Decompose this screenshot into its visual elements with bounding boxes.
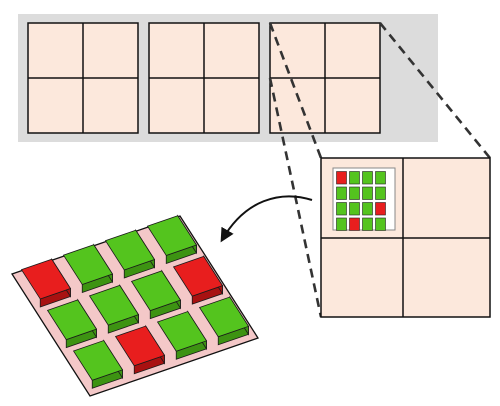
strip-panel-1 — [27, 22, 139, 134]
mini-cell-red — [336, 171, 347, 185]
mini-cell-green — [362, 202, 373, 216]
mini-cell-green — [375, 217, 386, 231]
mini-cell-green — [375, 186, 386, 200]
mini-cell-red — [375, 202, 386, 216]
panel-strip — [18, 14, 438, 142]
pad-block-green — [104, 228, 156, 279]
block-top-face — [88, 284, 140, 326]
arrow-path — [220, 195, 313, 243]
block-top-face — [20, 258, 72, 300]
pad-block-red — [20, 257, 72, 308]
block-top-face — [130, 270, 182, 312]
pad-block-green — [146, 214, 198, 265]
block-top-face — [72, 340, 124, 381]
block-top-face — [198, 296, 250, 338]
mini-cell-red — [349, 217, 360, 231]
mini-cell-green — [362, 186, 373, 200]
strip-panel-3 — [269, 22, 381, 134]
mini-cell-green — [336, 202, 347, 216]
block-top-face — [156, 311, 208, 352]
pad-block-green — [62, 243, 114, 294]
block-top-face — [104, 229, 156, 271]
block-top-face — [46, 299, 98, 341]
mini-cell-green — [336, 186, 347, 200]
strip-panel-2 — [148, 22, 260, 134]
mini-cell-green — [362, 171, 373, 185]
pad-block-green — [72, 339, 124, 389]
mini-cell-green — [336, 217, 347, 231]
pad-block-green — [88, 284, 140, 334]
mini-cell-green — [349, 202, 360, 216]
block-top-face — [146, 215, 198, 256]
zoom-line-top-left — [268, 22, 323, 159]
pad-block-green — [130, 269, 182, 320]
mini-cell-green — [375, 171, 386, 185]
pad-block-green — [198, 295, 250, 346]
pad-block-green — [156, 310, 208, 360]
pad-block-red — [114, 324, 166, 375]
pad-block-red — [172, 255, 224, 305]
block-top-face — [172, 255, 224, 297]
block-top-face — [62, 244, 114, 285]
block-top-face — [114, 325, 166, 367]
mini-cell-green — [349, 171, 360, 185]
mini-cell-green — [349, 186, 360, 200]
mini-grid — [332, 167, 396, 231]
pad-block-green — [46, 298, 98, 349]
pad-3d — [11, 214, 259, 397]
mini-cell-green — [362, 217, 373, 231]
zoomed-panel — [320, 157, 491, 318]
curved-arrow — [220, 195, 313, 243]
